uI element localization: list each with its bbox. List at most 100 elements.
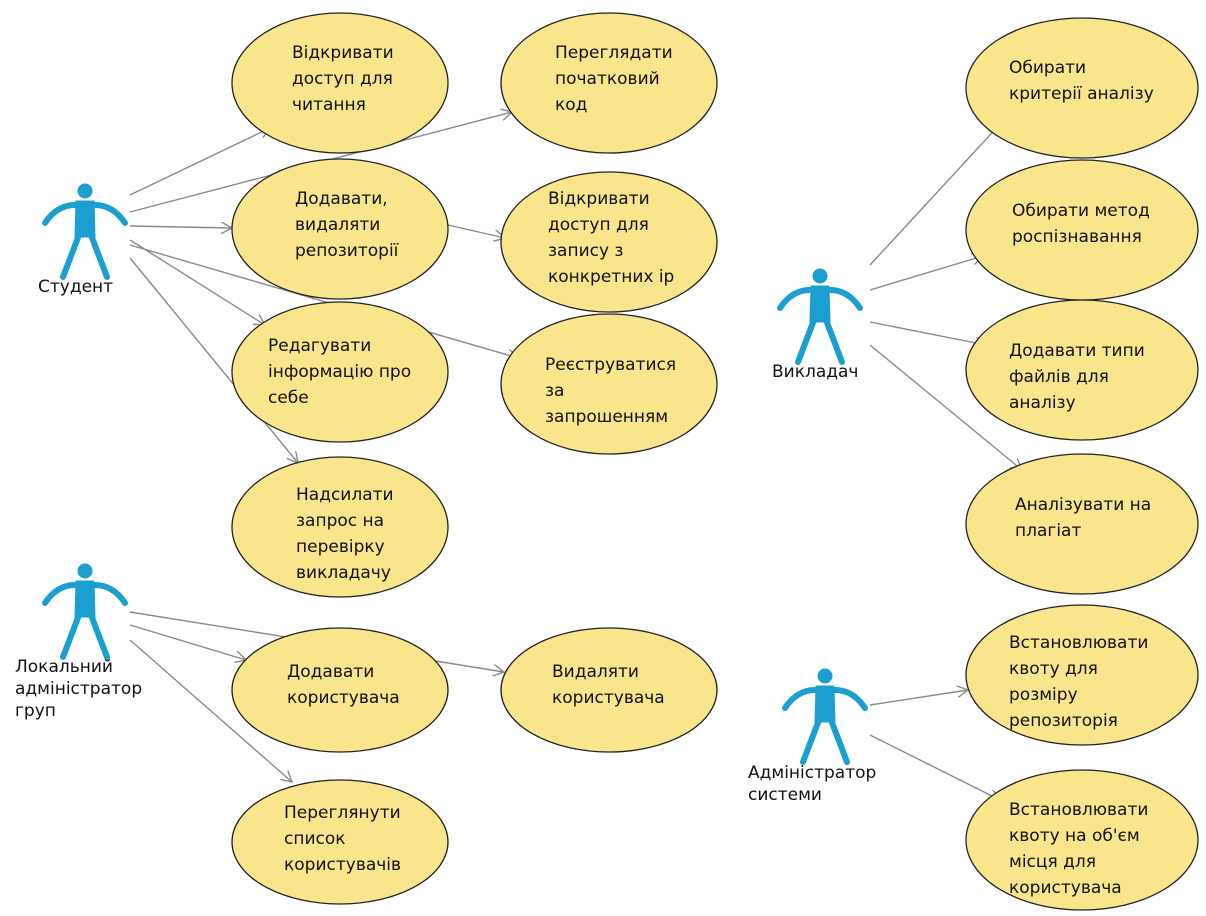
usecase-label-line: список	[284, 829, 346, 849]
actor-teacher[interactable]: Викладач	[772, 268, 863, 382]
association-student-to-edit-self-info	[129, 239, 265, 325]
association-teacher-to-analyze-plagiarism	[869, 344, 1022, 470]
usecase-label-line: репозиторії	[295, 241, 399, 261]
usecase-add-remove-repos[interactable]: Додавати, видаляти репозиторії	[231, 158, 449, 300]
usecase-label-line: Відкривати	[548, 189, 650, 209]
association-student-to-send-check-request	[129, 257, 298, 463]
usecase-label-line: Редагувати	[268, 336, 371, 356]
actor-student[interactable]: Студент	[38, 183, 128, 297]
usecase-ellipse[interactable]	[231, 158, 449, 300]
usecase-label-line: Додавати типи	[1009, 341, 1145, 361]
usecase-label-line: Додавати,	[295, 189, 388, 209]
stick-figure-icon	[777, 268, 863, 365]
stick-figure-icon	[42, 563, 128, 660]
usecase-label-line: перевірку	[296, 537, 385, 557]
usecase-ellipse[interactable]	[965, 299, 1199, 441]
association-teacher-to-choose-method	[869, 256, 983, 291]
usecase-ellipse[interactable]	[965, 604, 1199, 746]
usecase-ellipse[interactable]	[500, 12, 718, 154]
usecase-label: Реєструватися за запрошенням	[545, 355, 676, 427]
usecase-label-line: Переглянути	[284, 803, 401, 823]
usecase-ellipse[interactable]	[500, 627, 718, 753]
actor-label-line: Викладач	[772, 362, 858, 382]
usecase-label-line: Аналізувати на	[1015, 495, 1151, 515]
usecase-label-line: Встановлювати	[1009, 633, 1148, 653]
usecase-label-line: доступ для	[292, 69, 393, 89]
association-student-to-register-by-invite	[129, 244, 518, 358]
usecase-label-line: користувача	[287, 688, 400, 708]
usecase-label-line: за	[545, 381, 564, 401]
actor-label-line: Адміністратор	[748, 763, 876, 783]
stick-figure-icon	[782, 668, 868, 765]
association-student-to-open-read-access	[129, 128, 270, 196]
usecase-label-line: себе	[268, 388, 309, 408]
usecase-label-line: запрошенням	[545, 407, 668, 427]
usecase-label-line: роспізнавання	[1012, 227, 1142, 247]
usecase-label-line: місця для	[1009, 852, 1096, 872]
association-teacher-to-add-file-types	[869, 321, 986, 345]
usecase-ellipse[interactable]	[965, 453, 1199, 595]
association-teacher-to-choose-criteria	[869, 122, 1002, 266]
usecase-ellipse[interactable]	[231, 779, 449, 905]
usecase-label: Додавати користувача	[287, 662, 400, 708]
usecase-label-line: Видаляти	[552, 662, 639, 682]
usecase-label-line: запису з	[548, 241, 623, 261]
usecase-label-line: Додавати	[287, 662, 374, 682]
association-sysadmin-to-set-repo-quota	[869, 690, 968, 706]
usecase-label-line: читання	[292, 95, 366, 115]
usecase-label-line: запрос на	[296, 511, 384, 531]
usecase-add-user[interactable]: Додавати користувача	[231, 627, 449, 753]
actor-label-line: Студент	[38, 277, 113, 297]
usecase-label-line: початковий	[555, 69, 660, 89]
usecase-label-line: квоту для	[1009, 659, 1098, 679]
association-student-to-add-remove-repos	[129, 226, 232, 228]
usecase-label-line: Обирати метод	[1012, 201, 1150, 221]
usecase-ellipse[interactable]	[965, 17, 1199, 159]
usecase-ellipse[interactable]	[231, 456, 449, 598]
usecase-ellipse[interactable]	[965, 769, 1199, 911]
usecase-label-line: Реєструватися	[545, 355, 676, 375]
usecase-label-line: код	[555, 95, 587, 115]
association-lines	[129, 112, 1022, 800]
usecase-ellipse[interactable]	[500, 171, 718, 313]
usecase-label-line: користувача	[1009, 878, 1122, 898]
usecase-ellipse[interactable]	[231, 627, 449, 753]
usecase-ellipse[interactable]	[231, 12, 449, 154]
usecase-ellipse[interactable]	[500, 313, 718, 455]
association-localadmin-to-add-user	[129, 624, 246, 660]
association-add_remove_repos-to-open-write-access	[447, 224, 505, 238]
usecase-label-line: видаляти	[295, 215, 380, 235]
association-sysadmin-to-set-user-quota	[869, 734, 1000, 800]
actor-label: Студент	[38, 277, 113, 297]
usecase-label-line: розміру	[1009, 685, 1078, 705]
usecase-ellipse[interactable]	[231, 301, 449, 443]
usecase-choose-method[interactable]: Обирати метод роспізнавання	[965, 159, 1199, 301]
usecase-register-by-invite[interactable]: Реєструватися за запрошенням	[500, 313, 718, 455]
usecase-label-line: критерії аналізу	[1009, 84, 1154, 104]
usecase-label-line: квоту на об'єм	[1009, 826, 1140, 846]
